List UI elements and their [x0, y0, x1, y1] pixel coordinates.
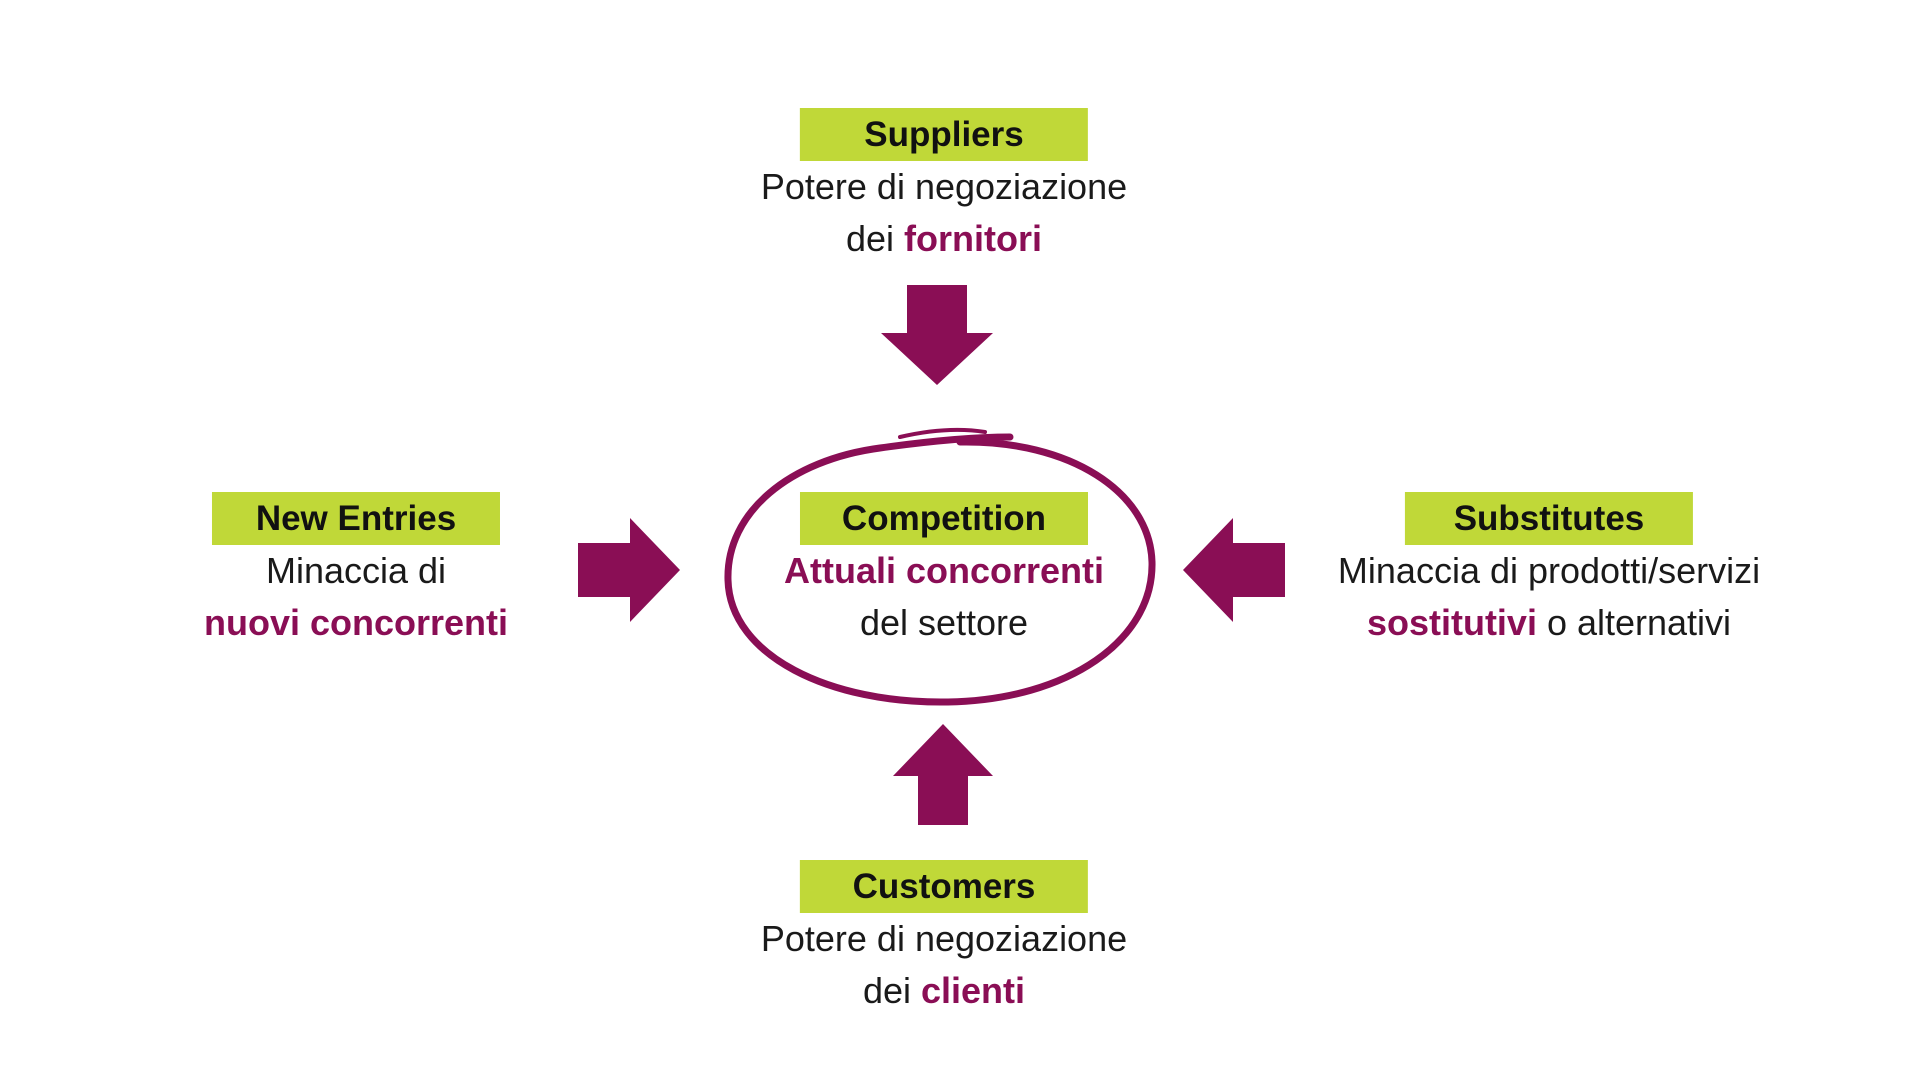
- competition-line-2: del settore: [859, 602, 1029, 643]
- new-entries-label: New Entries: [212, 492, 500, 545]
- substitutes-node: Substitutes Minaccia di prodotti/servizi…: [1338, 492, 1760, 649]
- suppliers-line-2: dei fornitori: [761, 213, 1127, 265]
- new-entries-line-1: Minaccia di: [265, 550, 447, 591]
- substitutes-label: Substitutes: [1405, 492, 1693, 545]
- competition-label: Competition: [800, 492, 1088, 545]
- hand-drawn-circle: [724, 427, 1156, 706]
- customers-line-2: dei clienti: [761, 965, 1127, 1017]
- arrow-left-icon: [1183, 518, 1285, 622]
- suppliers-line-2-prefix: dei: [845, 218, 905, 259]
- arrow-down-icon: [881, 285, 993, 385]
- customers-emphasis: clienti: [921, 970, 1026, 1011]
- substitutes-line-2-suffix: o alternativi: [1536, 602, 1732, 643]
- suppliers-line-1: Potere di negoziazione: [760, 166, 1128, 207]
- competition-emphasis: Attuali concorrenti: [783, 550, 1105, 591]
- suppliers-node: Suppliers Potere di negoziazione dei for…: [761, 108, 1127, 265]
- competition-node: Competition Attuali concorrenti del sett…: [784, 492, 1104, 649]
- arrow-up-icon: [893, 724, 993, 825]
- customers-line-2-prefix: dei: [862, 970, 922, 1011]
- customers-label: Customers: [799, 860, 1088, 913]
- new-entries-node: New Entries Minaccia di nuovi concorrent…: [204, 492, 508, 649]
- customers-line-1: Potere di negoziazione: [760, 918, 1128, 959]
- customers-node: Customers Potere di negoziazione dei cli…: [761, 860, 1127, 1017]
- substitutes-line-2: sostitutivi o alternativi: [1338, 597, 1760, 649]
- suppliers-emphasis: fornitori: [904, 218, 1043, 259]
- arrow-right-icon: [578, 518, 680, 622]
- new-entries-emphasis: nuovi concorrenti: [203, 602, 509, 643]
- substitutes-line-1: Minaccia di prodotti/servizi: [1337, 550, 1761, 591]
- substitutes-emphasis: sostitutivi: [1366, 602, 1537, 643]
- suppliers-label: Suppliers: [799, 108, 1088, 161]
